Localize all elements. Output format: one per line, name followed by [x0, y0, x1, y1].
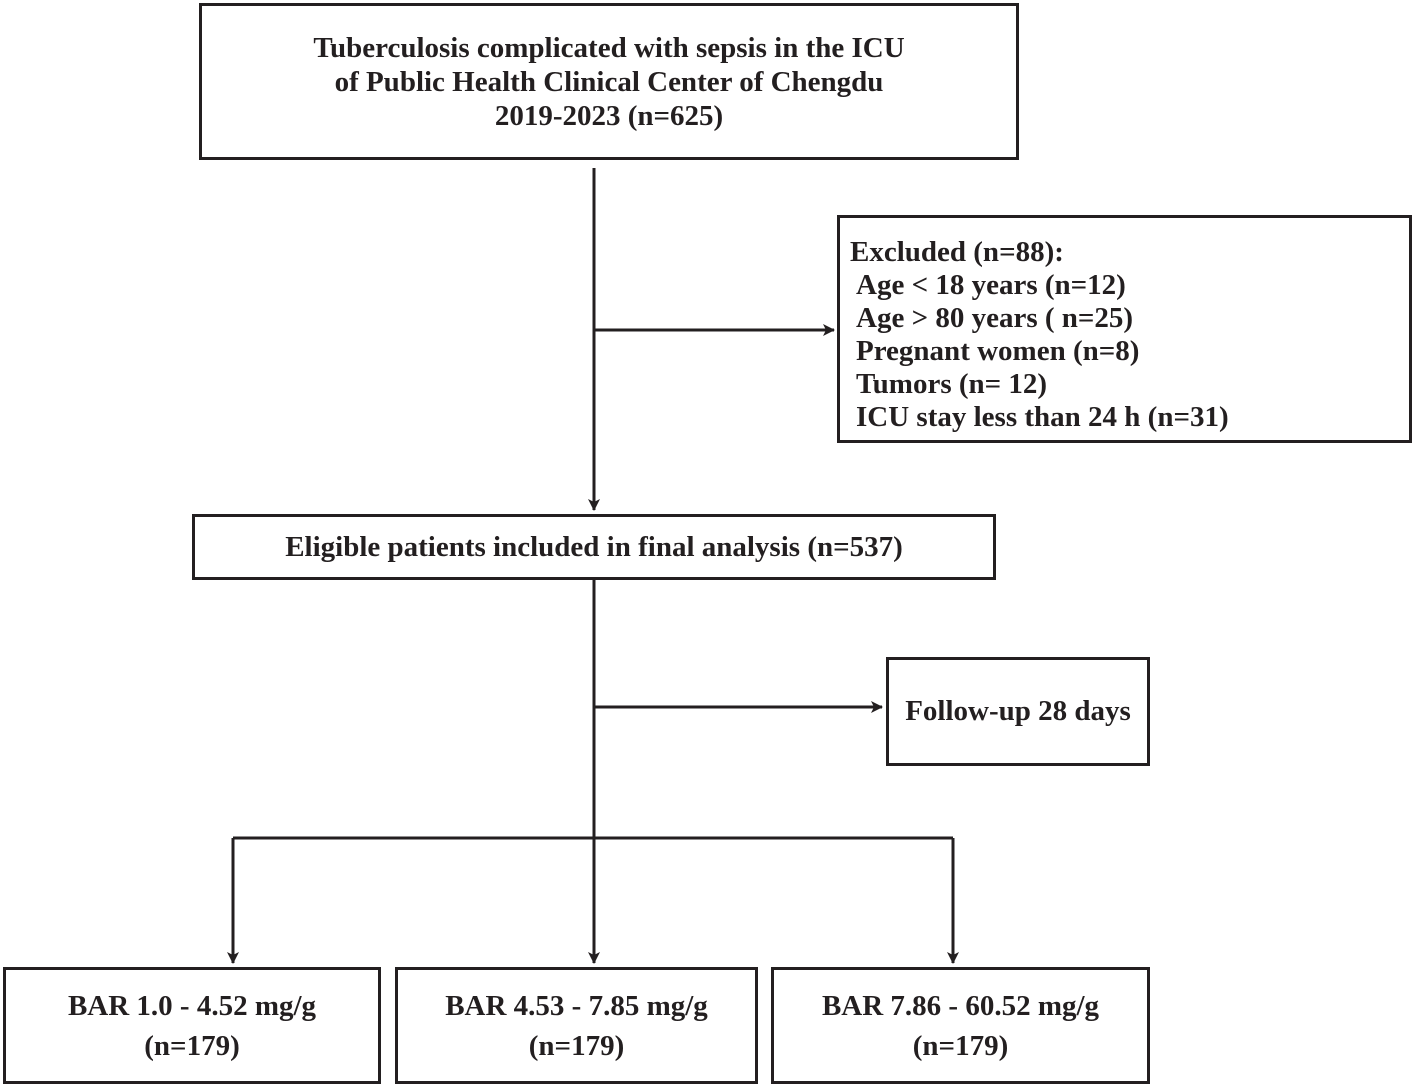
cohort-source-line-3: 2019-2023 (n=625): [494, 99, 724, 132]
group-3-count: (n=179): [912, 1029, 1009, 1062]
group-box-mid-bar: BAR 4.53 - 7.85 mg/g (n=179): [395, 967, 758, 1084]
group-1-count: (n=179): [144, 1029, 240, 1062]
group-2-range: BAR 4.53 - 7.85 mg/g: [445, 989, 708, 1022]
cohort-source-line-2: of Public Health Clinical Center of Chen…: [334, 65, 884, 98]
excluded-item-age-over-80: Age > 80 years ( n=25): [856, 302, 1134, 334]
eligible-patients-label: Eligible patients included in final anal…: [285, 530, 903, 563]
excluded-heading: Excluded (n=88):: [850, 236, 1064, 268]
cohort-source-box: Tuberculosis complicated with sepsis in …: [199, 3, 1019, 160]
followup-box: Follow-up 28 days: [886, 657, 1150, 766]
excluded-item-pregnant: Pregnant women (n=8): [856, 335, 1140, 367]
cohort-source-line-1: Tuberculosis complicated with sepsis in …: [313, 31, 905, 64]
excluded-item-age-under-18: Age < 18 years (n=12): [856, 269, 1126, 301]
group-box-high-bar: BAR 7.86 - 60.52 mg/g (n=179): [771, 967, 1150, 1084]
eligible-patients-box: Eligible patients included in final anal…: [192, 514, 996, 580]
group-3-range: BAR 7.86 - 60.52 mg/g: [821, 989, 1100, 1022]
excluded-box: Excluded (n=88): Age < 18 years (n=12) A…: [837, 215, 1412, 443]
excluded-item-tumors: Tumors (n= 12): [856, 368, 1048, 400]
group-1-range: BAR 1.0 - 4.52 mg/g: [67, 989, 317, 1022]
group-2-count: (n=179): [528, 1029, 625, 1062]
excluded-item-icu-stay: ICU stay less than 24 h (n=31): [856, 401, 1229, 433]
followup-label: Follow-up 28 days: [905, 695, 1131, 727]
group-box-low-bar: BAR 1.0 - 4.52 mg/g (n=179): [3, 967, 381, 1084]
